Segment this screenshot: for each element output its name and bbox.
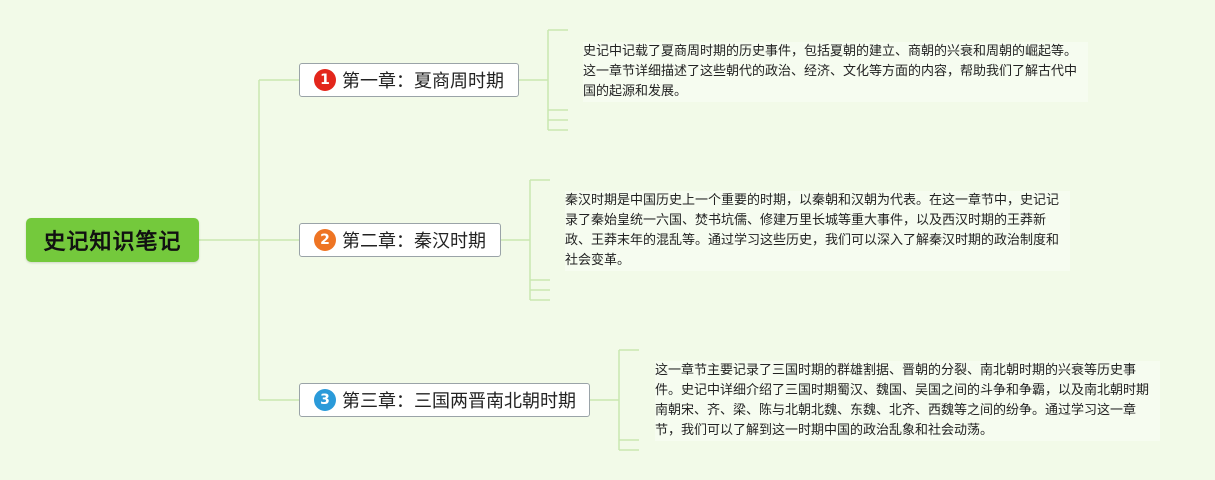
chapter-2-number-badge: 2 [314, 229, 336, 251]
chapter-2-node[interactable]: 2 第二章：秦汉时期 [299, 223, 501, 257]
root-topic-label: 史记知识笔记 [43, 230, 182, 255]
chapter-1-node[interactable]: 1 第一章：夏商周时期 [299, 63, 519, 97]
chapter-1-number-badge: 1 [314, 69, 336, 91]
chapter-3-title: 第三章：三国两晋南北朝时期 [342, 391, 576, 412]
chapter-2-note: 秦汉时期是中国历史上一个重要的时期，以秦朝和汉朝为代表。在这一章节中，史记记录了… [565, 191, 1070, 271]
chapter-3-number-badge: 3 [314, 389, 336, 411]
chapter-2-title: 第二章：秦汉时期 [342, 231, 486, 252]
chapter-3-node[interactable]: 3 第三章：三国两晋南北朝时期 [299, 383, 590, 417]
chapter-1-note: 史记中记载了夏商周时期的历史事件，包括夏朝的建立、商朝的兴衰和周朝的崛起等。这一… [583, 42, 1088, 102]
chapter-3-note: 这一章节主要记录了三国时期的群雄割据、晋朝的分裂、南北朝时期的兴衰等历史事件。史… [655, 361, 1160, 441]
root-topic[interactable]: 史记知识笔记 [26, 218, 199, 262]
chapter-1-title: 第一章：夏商周时期 [342, 71, 504, 92]
